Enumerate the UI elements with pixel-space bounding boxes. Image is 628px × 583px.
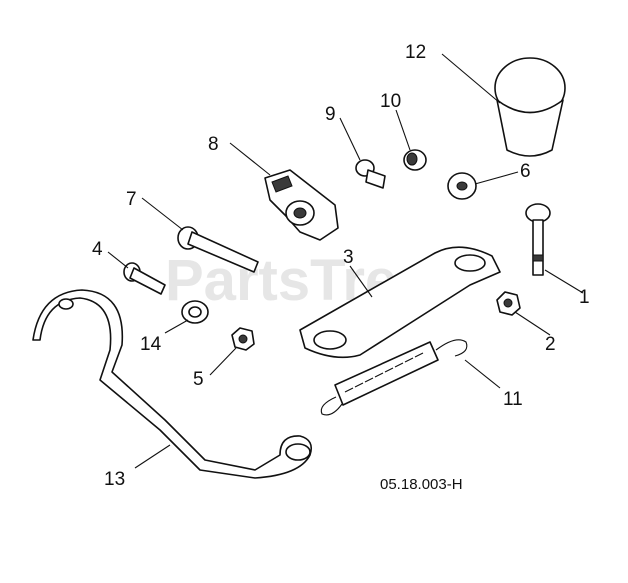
part-11-spring[interactable] <box>320 339 468 416</box>
part-3-link-plate[interactable] <box>299 246 501 359</box>
part-5-nut[interactable] <box>231 327 255 351</box>
part-6-washer[interactable] <box>447 172 477 200</box>
part-13-shift-rod[interactable] <box>32 289 313 479</box>
callout-labels: 1 2 3 4 5 6 7 8 9 10 11 12 13 14 <box>92 42 590 490</box>
part-1-bolt[interactable] <box>525 203 551 276</box>
callout-5: 5 <box>193 369 204 390</box>
callout-11: 11 <box>503 389 523 410</box>
callout-8: 8 <box>208 134 219 155</box>
callout-13: 13 <box>104 469 125 490</box>
part-7-shoulder-bolt[interactable] <box>177 226 259 273</box>
callout-4: 4 <box>92 239 103 260</box>
part-10-nut[interactable] <box>403 149 427 171</box>
callout-3: 3 <box>343 247 354 268</box>
part-9-bolt[interactable] <box>355 159 386 189</box>
callout-1: 1 <box>579 287 590 308</box>
callout-2: 2 <box>545 334 556 355</box>
part-4-bolt[interactable] <box>123 262 166 295</box>
leader-lines <box>107 53 584 469</box>
callout-10: 10 <box>380 91 401 112</box>
callout-6: 6 <box>520 161 531 182</box>
drawing-code: 05.18.003-H <box>380 476 463 493</box>
callout-12: 12 <box>405 42 426 63</box>
callout-9: 9 <box>325 104 336 125</box>
callout-14: 14 <box>140 334 162 355</box>
callout-7: 7 <box>126 189 137 210</box>
part-14-bushing[interactable] <box>181 300 209 324</box>
part-8-bracket[interactable] <box>264 169 339 241</box>
part-12-knob[interactable] <box>494 57 566 157</box>
part-2-nut[interactable] <box>496 291 521 316</box>
